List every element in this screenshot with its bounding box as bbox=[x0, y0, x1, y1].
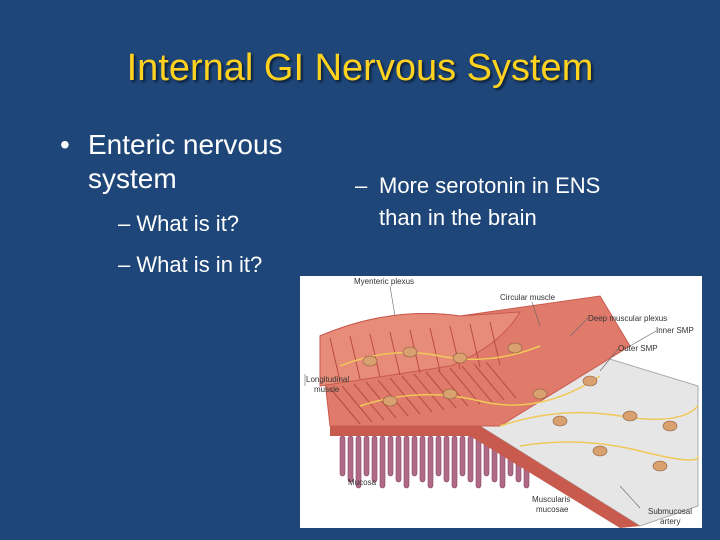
label-longitudinal-muscle: muscle bbox=[314, 385, 340, 394]
ganglion bbox=[362, 355, 378, 367]
nerve-network bbox=[339, 345, 699, 461]
ganglion bbox=[592, 445, 608, 457]
villus bbox=[363, 435, 370, 477]
villus bbox=[427, 435, 434, 489]
villus bbox=[371, 435, 378, 483]
muscle-striation bbox=[425, 371, 457, 409]
ganglion bbox=[662, 420, 678, 432]
muscle-striation bbox=[329, 387, 361, 425]
muscle-striation bbox=[429, 327, 441, 372]
villus bbox=[347, 435, 354, 483]
side-note-dash: – bbox=[355, 173, 368, 198]
ganglion bbox=[507, 342, 523, 354]
villus bbox=[475, 435, 482, 489]
muscle-striation bbox=[401, 375, 433, 413]
label-submucosal-artery: artery bbox=[660, 517, 680, 526]
villus bbox=[379, 435, 386, 489]
label-mucosa: Mucosa bbox=[348, 478, 377, 487]
side-note-text: More serotonin in ENS than in the brain bbox=[379, 173, 601, 230]
label-leader-lines bbox=[304, 285, 657, 509]
bullet-marker: • bbox=[60, 129, 70, 160]
muscle-striation bbox=[485, 361, 517, 399]
ganglion bbox=[582, 375, 598, 387]
muscle-striation bbox=[461, 365, 493, 403]
label-outer-smp: Outer SMP bbox=[618, 344, 658, 353]
muscle-striation bbox=[437, 369, 469, 407]
label-deep-muscular-plexus: Deep muscular plexus bbox=[588, 314, 667, 323]
villus bbox=[403, 435, 410, 489]
villus bbox=[419, 435, 426, 483]
muscle-striation bbox=[329, 337, 341, 382]
muscle-striation bbox=[341, 385, 373, 423]
bullet-text: Enteric nervous system bbox=[88, 129, 283, 194]
label-circular-muscle: Circular muscle bbox=[500, 293, 556, 302]
muscle-striation bbox=[449, 367, 481, 405]
ganglion bbox=[452, 352, 468, 364]
villus bbox=[387, 435, 394, 477]
label-muscularis-mucosae: mucosae bbox=[536, 505, 569, 514]
subitem-what-is-in-it: – What is in it? bbox=[118, 252, 263, 277]
label-submucosal: Submucosal bbox=[648, 507, 692, 516]
label-longitudinal: Longitudinal bbox=[306, 375, 349, 384]
longitudinal-muscle-layer bbox=[319, 311, 521, 387]
nerve-fiber bbox=[359, 375, 601, 407]
diagram-illustration: Myenteric plexus Circular muscle Deep mu… bbox=[304, 277, 699, 528]
villus bbox=[339, 435, 346, 477]
villus bbox=[395, 435, 402, 483]
villus bbox=[451, 435, 458, 489]
label-inner-smp: Inner SMP bbox=[656, 326, 694, 335]
villus bbox=[411, 435, 418, 477]
subitem-what-is-it: – What is it? bbox=[118, 211, 240, 236]
ganglion bbox=[652, 460, 668, 472]
enteric-nervous-system-diagram: Myenteric plexus Circular muscle Deep mu… bbox=[300, 276, 702, 528]
muscle-striation bbox=[413, 373, 445, 411]
muscle-striation bbox=[349, 335, 361, 380]
ganglion bbox=[532, 388, 548, 400]
nerve-fiber bbox=[499, 405, 699, 427]
villus bbox=[443, 435, 450, 483]
ganglion bbox=[622, 410, 638, 422]
ganglion bbox=[382, 395, 398, 407]
muscularis-mucosae-band bbox=[330, 426, 640, 528]
label-myenteric-plexus: Myenteric plexus bbox=[354, 277, 414, 286]
muscle-striation bbox=[473, 363, 505, 401]
villus bbox=[435, 435, 442, 477]
slide-title: Internal GI Nervous System bbox=[126, 47, 594, 89]
villus bbox=[467, 435, 474, 483]
villus bbox=[459, 435, 466, 477]
ganglion bbox=[552, 415, 568, 427]
ganglia bbox=[362, 342, 678, 472]
ganglion bbox=[402, 346, 418, 358]
muscle-striation bbox=[353, 383, 385, 421]
ganglion bbox=[442, 388, 458, 400]
label-muscularis: Muscularis bbox=[532, 495, 570, 504]
nerve-fiber bbox=[519, 441, 699, 461]
